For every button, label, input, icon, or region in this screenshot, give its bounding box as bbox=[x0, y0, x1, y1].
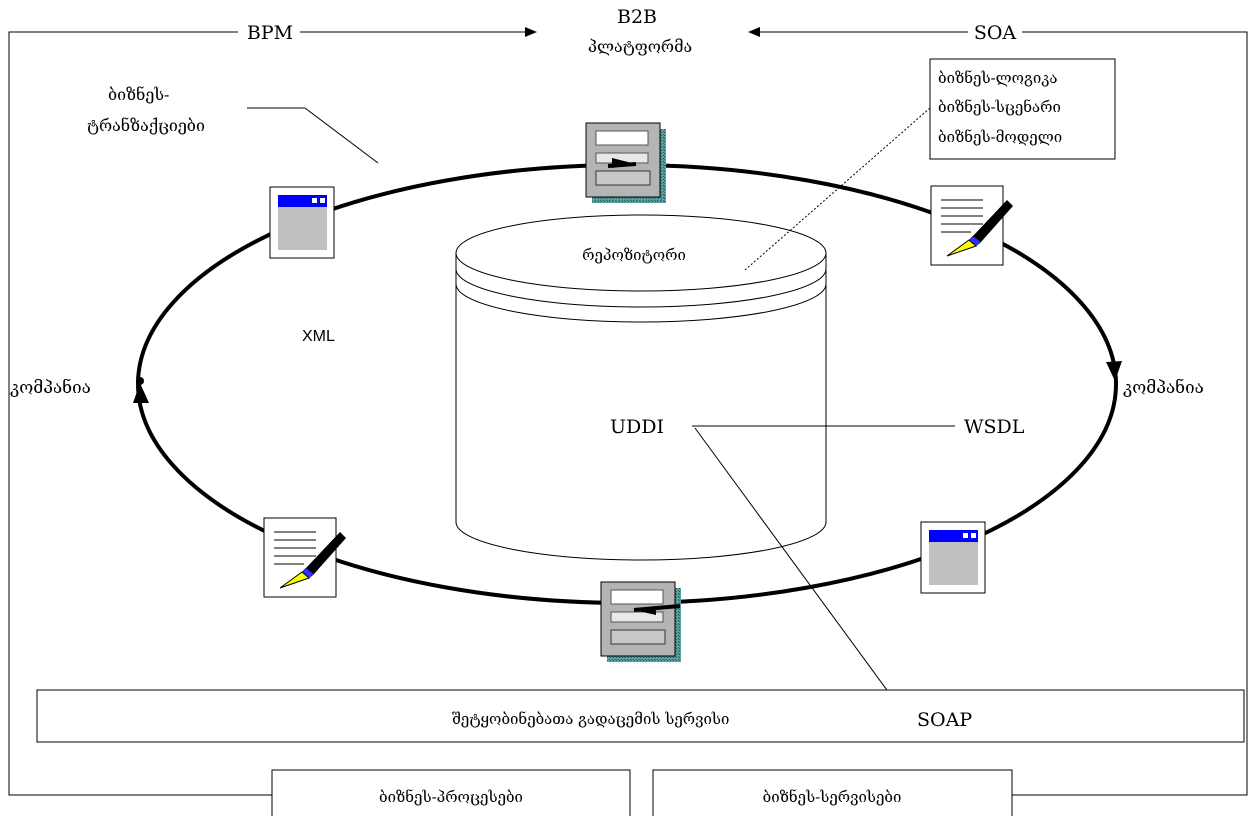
uddi-label: UDDI bbox=[610, 416, 664, 438]
company-right-label: კომპანია bbox=[1123, 378, 1204, 398]
business-processes-box bbox=[271, 769, 631, 816]
window-icon bbox=[269, 186, 335, 259]
left-company-dot bbox=[136, 377, 144, 385]
xml-label: XML bbox=[302, 328, 335, 345]
business-processes-label: ბიზნეს-პროცესები bbox=[379, 788, 523, 806]
messaging-service-box bbox=[36, 689, 1245, 743]
soap-label: SOAP bbox=[917, 709, 972, 731]
business-scenario-label: ბიზნეს-სცენარი bbox=[938, 98, 1061, 116]
bpm-label: BPM bbox=[247, 22, 293, 44]
company-left-label: კომპანია bbox=[10, 378, 91, 398]
repository-label: რეპოზიტორი bbox=[582, 246, 686, 264]
repository-cylinder bbox=[455, 214, 827, 561]
window-icon bbox=[920, 521, 986, 594]
business-services-label: ბიზნეს-სერვისები bbox=[763, 788, 902, 806]
outer-frame bbox=[8, 31, 1248, 796]
server-icon bbox=[600, 581, 681, 662]
business-logic-label: ბიზნეს-ლოგიკა bbox=[938, 69, 1058, 87]
logic-dotted-line bbox=[744, 107, 931, 271]
business-transactions-label-line2: ტრანზაქციები bbox=[87, 116, 205, 135]
business-services-box bbox=[652, 769, 1013, 816]
document-pen-icon bbox=[930, 185, 1013, 266]
business-transactions-label-line1: ბიზნეს- bbox=[108, 85, 169, 104]
messaging-service-label: შეტყობინებათა გადაცემის სერვისი bbox=[452, 710, 729, 728]
transactions-pointer-line bbox=[304, 107, 379, 164]
soa-label: SOA bbox=[974, 22, 1017, 44]
cycle-arrow-right bbox=[1106, 361, 1122, 381]
cycle-arrow-left bbox=[133, 383, 149, 403]
business-logic-box bbox=[929, 58, 1116, 160]
wsdl-label: WSDL bbox=[964, 416, 1025, 438]
platform-label: პლატფორმა bbox=[588, 37, 692, 56]
business-model-label: ბიზნეს-მოდელი bbox=[938, 128, 1062, 146]
document-pen-icon bbox=[263, 517, 346, 598]
b2b-label: B2B bbox=[617, 6, 657, 28]
uddi-soap-line bbox=[694, 427, 904, 713]
